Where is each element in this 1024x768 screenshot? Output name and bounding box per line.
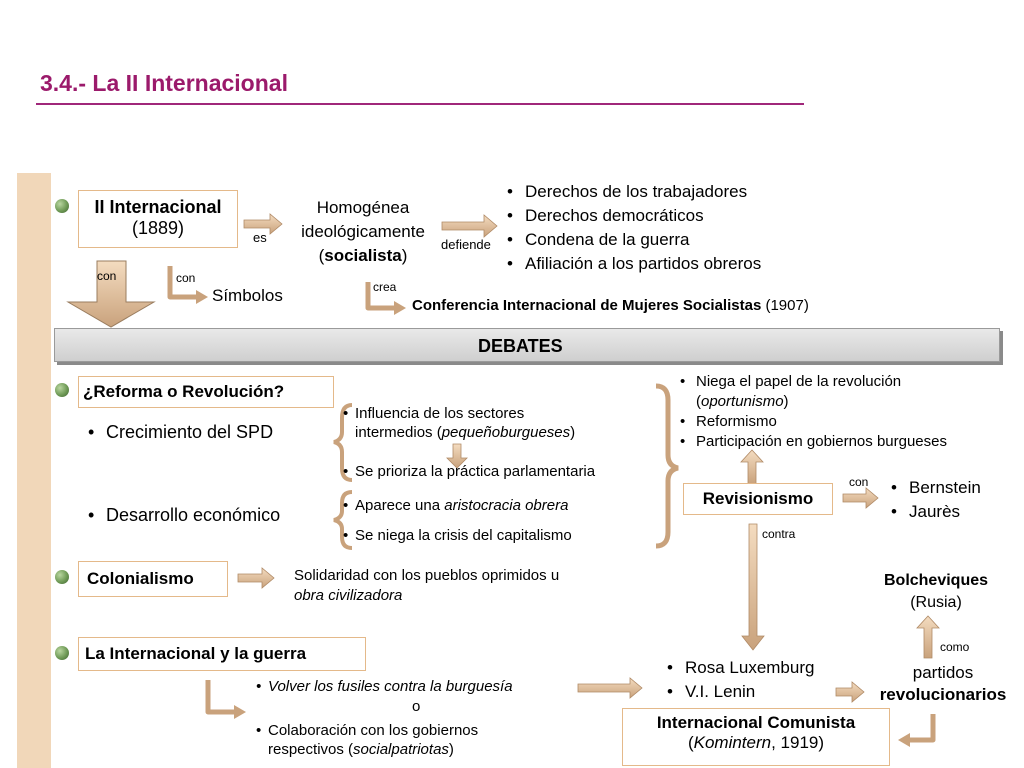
list-item: Colaboración con los gobiernosrespectivo…	[256, 721, 478, 759]
colonialismo-text: Solidaridad con los pueblos oprimidos u …	[294, 566, 559, 606]
homogenea-line1: Homogénea	[316, 198, 410, 217]
homogenea-line2: ideológicamente	[301, 222, 425, 241]
list-item: Se niega la crisis del capitalismo	[343, 527, 572, 544]
colonialismo-line1: Solidaridad con los pueblos oprimidos u	[294, 567, 560, 584]
revisionismo-box: Revisionismo	[683, 483, 833, 515]
debates-label: DEBATES	[478, 336, 563, 356]
partidos-line2: revolucionarios	[879, 685, 1007, 704]
arrow-contra-down	[741, 523, 765, 651]
label-como: como	[940, 640, 970, 654]
list-item: Afiliación a los partidos obreros	[503, 252, 761, 276]
group1-list-b: Se prioriza la práctica parlamentaria	[343, 463, 595, 480]
reforma-item-spd: Crecimiento del SPD	[84, 422, 273, 443]
page-title: 3.4.- La II Internacional	[40, 70, 288, 96]
arrow-crea-head	[394, 301, 406, 315]
list-item: Volver los fusiles contra la burguesía	[256, 678, 513, 695]
ii-internacional-year: (1889)	[131, 218, 185, 238]
list-item: V.I. Lenin	[663, 680, 814, 704]
arrow-up-revisionismo	[740, 449, 764, 485]
list-item: Se prioriza la práctica parlamentaria	[343, 463, 595, 480]
leaders-list: Rosa Luxemburg V.I. Lenin	[663, 656, 814, 704]
arrow-con-bernstein	[842, 487, 879, 509]
bolcheviques-label: Bolcheviques	[883, 572, 989, 589]
list-item: Jaurès	[887, 500, 981, 524]
section-bullet	[55, 199, 69, 213]
arrow-to-komintern-head	[898, 733, 910, 747]
list-item: Derechos de los trabajadores	[503, 180, 761, 204]
section-bullet	[55, 383, 69, 397]
homogenea-line3: (socialista)	[318, 246, 408, 265]
label-con-2: con	[176, 271, 196, 285]
arrow-to-leaders	[577, 677, 643, 699]
list-item: Participación en gobiernos burgueses	[676, 432, 947, 452]
section-bullet	[55, 570, 69, 584]
label-con-1: con	[97, 269, 117, 283]
sidebar-strip	[17, 173, 51, 768]
arrow-down-big	[66, 260, 156, 328]
homogenea-text: Homogénea ideológicamente (socialista)	[282, 196, 444, 268]
komintern-title: Internacional Comunista	[656, 713, 856, 732]
conferencia-name: Conferencia Internacional de Mujeres Soc…	[412, 297, 762, 314]
section-bullet	[55, 646, 69, 660]
arrow-up-como	[916, 615, 940, 659]
label-contra: contra	[762, 527, 796, 541]
colonialismo-line2: obra civilizadora	[294, 587, 403, 604]
title-underline	[36, 103, 804, 105]
revisionismo-traits: Niega el papel de la revolución(oportuni…	[676, 372, 947, 452]
list-item: Desarrollo económico	[84, 505, 280, 526]
label-con-revisionismo: con	[849, 475, 869, 489]
arrow-defiende	[441, 214, 498, 238]
group2-list-b: Se niega la crisis del capitalismo	[343, 527, 572, 544]
socialista-bold: socialista	[324, 246, 402, 265]
reforma-item-economico: Desarrollo económico	[84, 505, 280, 526]
brace-big-right	[655, 383, 679, 549]
arrow-simbolos	[167, 266, 198, 300]
list-item: Derechos democráticos	[503, 204, 761, 228]
partidos-text: partidos revolucionarios	[868, 662, 1018, 706]
guerra-box: La Internacional y la guerra	[78, 637, 366, 671]
list-item: Niega el papel de la revolución(oportuni…	[676, 372, 947, 412]
arrow-es	[243, 213, 283, 235]
label-crea: crea	[373, 280, 397, 294]
guerra-option-1: Volver los fusiles contra la burguesía	[256, 678, 513, 695]
reforma-revolucion-box: ¿Reforma o Revolución?	[78, 376, 334, 408]
label-defiende: defiende	[441, 237, 491, 252]
bolcheviques-country: (Rusia)	[910, 594, 962, 611]
label-es: es	[253, 230, 267, 245]
list-item: Condena de la guerra	[503, 228, 761, 252]
list-item: Bernstein	[887, 476, 981, 500]
revisionist-names: Bernstein Jaurès	[887, 476, 981, 524]
list-item: Reformismo	[676, 412, 947, 432]
bolcheviques-text: Bolcheviques (Rusia)	[866, 570, 1006, 614]
arrow-crea	[365, 282, 396, 311]
arrow-simbolos-head	[196, 290, 208, 304]
list-item: Crecimiento del SPD	[84, 422, 273, 443]
group2-list-a: Aparece una aristocracia obrera	[343, 497, 568, 514]
arrow-guerra	[205, 680, 236, 715]
simbolos-text: Símbolos	[212, 286, 283, 305]
debates-band	[54, 328, 1000, 362]
arrow-guerra-head	[234, 705, 246, 719]
ii-internacional-box: II Internacional (1889)	[78, 190, 238, 248]
komintern-box: Internacional Comunista (Komintern, 1919…	[622, 708, 890, 766]
list-item: Rosa Luxemburg	[663, 656, 814, 680]
conferencia-year: (1907)	[761, 297, 809, 314]
colonialismo-box: Colonialismo	[78, 561, 228, 597]
arrow-to-partidos	[835, 681, 865, 703]
ii-internacional-label: II Internacional	[94, 197, 222, 217]
komintern-subtitle: (Komintern, 1919)	[687, 733, 825, 752]
partidos-line1: partidos	[912, 663, 974, 682]
guerra-or: o	[412, 698, 421, 715]
arrow-colonialismo	[237, 567, 275, 589]
arrow-to-komintern	[908, 714, 936, 743]
guerra-option-2: Colaboración con los gobiernosrespectivo…	[256, 721, 478, 759]
conferencia-text: Conferencia Internacional de Mujeres Soc…	[412, 297, 809, 314]
list-item: Aparece una aristocracia obrera	[343, 497, 568, 514]
rights-list: Derechos de los trabajadores Derechos de…	[503, 180, 761, 276]
